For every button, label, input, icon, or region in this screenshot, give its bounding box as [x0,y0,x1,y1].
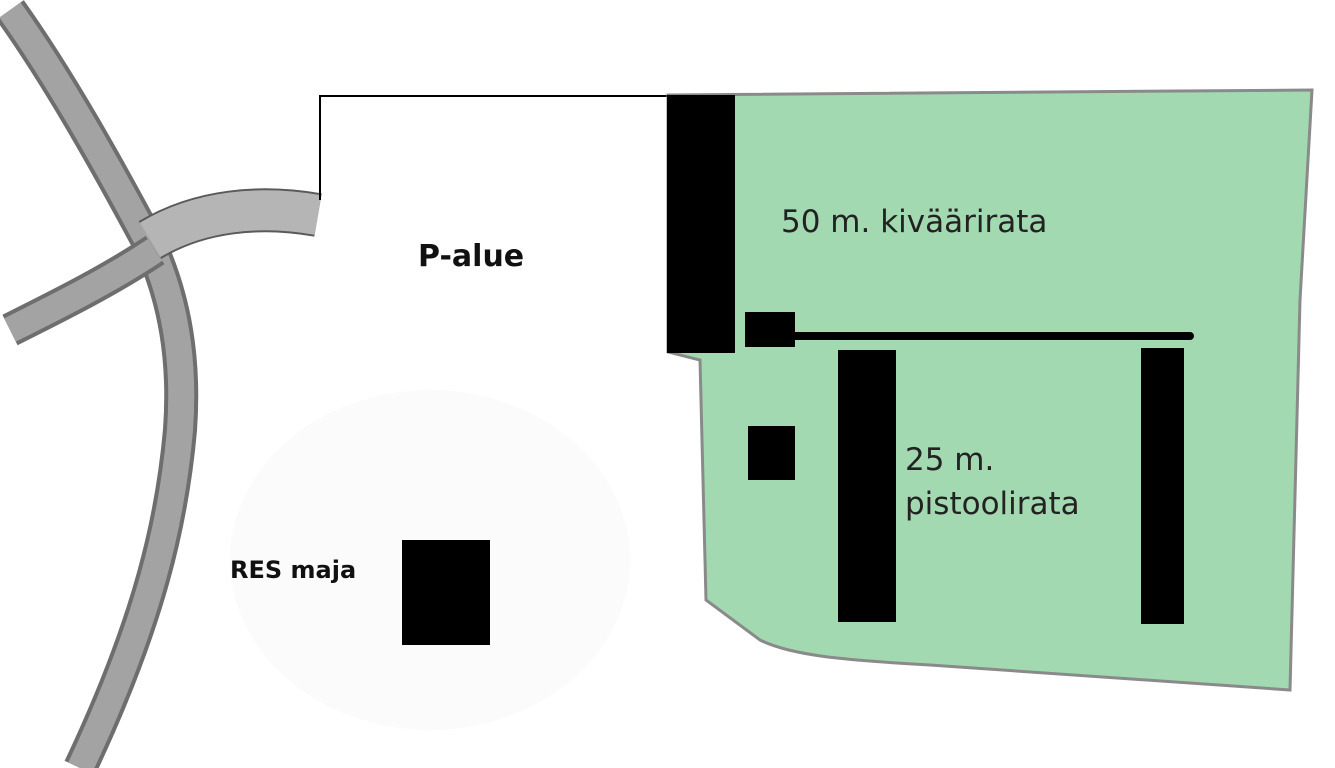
access-road [139,190,322,258]
pistol-range-left-wall [838,350,896,622]
shooting-range-area [666,88,1314,692]
pistol-range-label-line1: 25 m. [905,442,994,478]
parking-boundary-line [319,95,668,200]
range-hut [745,312,795,347]
small-shed [748,426,795,480]
parking-label: P-alue [418,239,524,274]
main-road [0,2,195,768]
pistol-range-label-line2: pistoolirata [905,486,1080,522]
res-house-label: RES maja [230,556,356,584]
rifle-range-label: 50 m. kiväärirata [781,204,1047,240]
side-road [4,239,163,342]
rifle-range-building [667,95,735,353]
res-house-building [402,540,490,645]
pistol-range-right-wall [1141,348,1184,624]
